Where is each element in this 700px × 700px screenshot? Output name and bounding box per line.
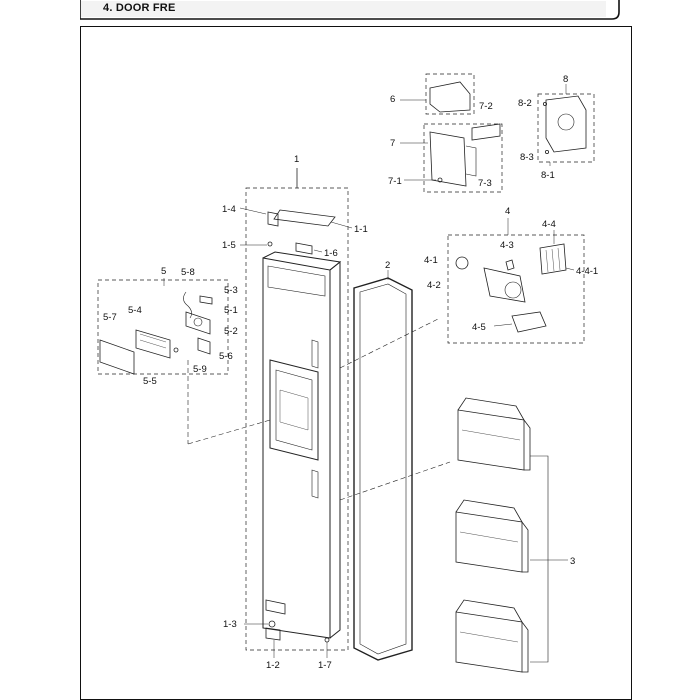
label-7-2: 7-2 — [479, 101, 493, 112]
group-4-outline — [447, 234, 585, 344]
label-5-3: 5-3 — [224, 285, 238, 296]
label-8-2: 8-2 — [518, 98, 532, 109]
label-5-8: 5-8 — [181, 267, 195, 278]
label-1-7: 1-7 — [318, 660, 332, 671]
part-1-6-cap — [295, 242, 313, 255]
part-5-9-screw — [173, 347, 179, 353]
part-8-bracket — [545, 95, 587, 153]
label-2: 2 — [385, 260, 390, 271]
part-1-5-screw — [267, 241, 273, 247]
section-header-tab — [80, 0, 620, 20]
label-8-1: 8-1 — [541, 170, 555, 181]
group-7-outline — [423, 123, 503, 193]
label-4-4-1: 4-4-1 — [576, 266, 598, 277]
part-5-4-board — [135, 329, 171, 359]
label-1-5: 1-5 — [222, 240, 236, 251]
part-1-7-pin — [324, 637, 330, 643]
door-bin-2 — [455, 499, 529, 573]
part-7-1-screw — [437, 177, 443, 183]
label-5-4: 5-4 — [128, 305, 142, 316]
label-8-3: 8-3 — [520, 152, 534, 163]
part-5-7-panel — [99, 339, 135, 375]
label-5-7: 5-7 — [103, 312, 117, 323]
part-4-5-cover — [511, 311, 547, 333]
part-7-2-rack — [471, 123, 501, 141]
part-2-door-gasket — [353, 277, 413, 661]
label-1-3: 1-3 — [223, 619, 237, 630]
part-1-1-top-cover — [273, 209, 336, 227]
door-panel — [262, 251, 342, 639]
group-5-outline — [97, 279, 229, 375]
label-8: 8 — [563, 74, 568, 85]
part-4-4-rack — [539, 243, 567, 275]
label-4: 4 — [505, 206, 510, 217]
part-4-3-clip — [505, 259, 515, 271]
part-5-1-bracket — [185, 311, 211, 335]
label-1: 1 — [294, 154, 299, 165]
label-1-2: 1-2 — [266, 660, 280, 671]
label-7: 7 — [390, 138, 395, 149]
door-bin-3 — [455, 599, 529, 673]
part-6-duct — [429, 81, 471, 113]
part-1-4-hinge — [267, 211, 279, 227]
label-5-6: 5-6 — [219, 351, 233, 362]
label-4-1: 4-1 — [424, 255, 438, 266]
label-5-2: 5-2 — [224, 326, 238, 337]
label-5: 5 — [161, 266, 166, 277]
label-6: 6 — [390, 94, 395, 105]
group-6-outline — [425, 73, 475, 115]
part-1-2-lower-hinge — [265, 627, 281, 641]
section-title: 4. DOOR FRE — [103, 2, 176, 14]
part-1-3-bracket — [265, 599, 286, 615]
door-bin-1 — [457, 397, 531, 471]
part-5-8-wire — [183, 291, 192, 319]
label-5-5: 5-5 — [143, 376, 157, 387]
part-5-3-clip — [199, 295, 213, 305]
part-4-2-housing — [483, 267, 526, 303]
label-7-1: 7-1 — [388, 176, 402, 187]
label-4-5: 4-5 — [472, 322, 486, 333]
label-5-9: 5-9 — [193, 364, 207, 375]
label-3: 3 — [570, 556, 575, 567]
door-assembly-group-outline — [245, 187, 349, 651]
label-7-3: 7-3 — [478, 178, 492, 189]
label-4-3: 4-3 — [500, 240, 514, 251]
part-7-housing — [429, 131, 467, 187]
label-4-4: 4-4 — [542, 219, 556, 230]
part-3-door-bins — [455, 397, 531, 673]
label-1-6: 1-6 — [324, 248, 338, 259]
label-1-4: 1-4 — [222, 204, 236, 215]
part-4-1-knob — [455, 256, 469, 270]
label-5-1: 5-1 — [224, 305, 238, 316]
group-8-outline — [537, 93, 595, 163]
label-4-2: 4-2 — [427, 280, 441, 291]
part-5-2-switch — [197, 337, 211, 355]
label-1-1: 1-1 — [354, 224, 368, 235]
